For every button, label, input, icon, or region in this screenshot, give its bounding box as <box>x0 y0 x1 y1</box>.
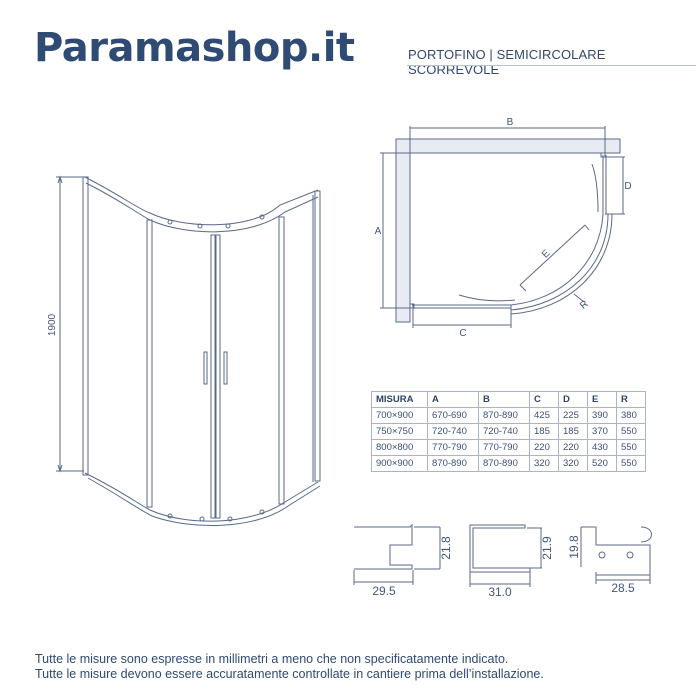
cell: 670-690 <box>427 407 479 424</box>
cell: 185 <box>529 423 559 440</box>
cell: 220 <box>529 439 559 456</box>
plan-label-r: R <box>578 299 591 312</box>
cell: 870-890 <box>478 407 530 424</box>
cell: 870-890 <box>478 455 530 472</box>
plan-label-a: A <box>375 226 382 237</box>
table-row: 750×750 720-740 720-740 185 185 370 550 <box>371 423 646 440</box>
cell: 390 <box>587 407 617 424</box>
plan-label-e: E <box>540 248 553 261</box>
spec-table: MISURA A B C D E R 700×900 670-690 870-8… <box>371 391 646 472</box>
col-header-b: B <box>478 391 530 408</box>
table-row: 900×900 870-890 870-890 320 320 520 550 <box>371 455 646 472</box>
plan-label-d: D <box>624 181 631 192</box>
profile-1-height: 21.8 <box>439 536 453 560</box>
plan-label-b: B <box>507 117 514 128</box>
table-row: 800×800 770-790 770-790 220 220 430 550 <box>371 439 646 456</box>
col-header-e: E <box>587 391 617 408</box>
col-header-r: R <box>616 391 646 408</box>
cell: 750×750 <box>371 423 428 440</box>
cell: 225 <box>558 407 588 424</box>
cell: 320 <box>558 455 588 472</box>
spec-table-header-row: MISURA A B C D E R <box>371 391 646 408</box>
cell: 380 <box>616 407 646 424</box>
cell: 550 <box>616 423 646 440</box>
table-row: 700×900 670-690 870-890 425 225 390 380 <box>371 407 646 424</box>
profile-1-width: 29.5 <box>372 584 396 598</box>
cell: 550 <box>616 455 646 472</box>
col-header-misura: MISURA <box>371 391 428 408</box>
cell: 720-740 <box>478 423 530 440</box>
note-millimetri: Tutte le misure sono espresse in millime… <box>35 652 509 666</box>
cell: 370 <box>587 423 617 440</box>
subtitle-underline <box>407 65 696 66</box>
profile-3-width: 28.5 <box>611 581 635 595</box>
cell: 220 <box>558 439 588 456</box>
cell: 430 <box>587 439 617 456</box>
cell: 185 <box>558 423 588 440</box>
profile-2-width: 31.0 <box>488 585 512 599</box>
profile-2-height: 21.9 <box>540 536 554 560</box>
plan-view <box>380 126 625 328</box>
note-controllo: Tutte le misure devono essere accuratame… <box>35 667 544 681</box>
cell: 520 <box>587 455 617 472</box>
cell: 870-890 <box>427 455 479 472</box>
cell: 720-740 <box>427 423 479 440</box>
profile-2 <box>469 524 542 587</box>
elevation-view <box>56 175 321 526</box>
plan-label-c: C <box>459 328 466 339</box>
cell: 770-790 <box>427 439 479 456</box>
cell: 770-790 <box>478 439 530 456</box>
cell: 700×900 <box>371 407 428 424</box>
col-header-d: D <box>558 391 588 408</box>
brand-logo: Paramashop.it <box>34 25 355 71</box>
profile-3-height: 19.8 <box>567 535 581 559</box>
col-header-a: A <box>427 391 479 408</box>
cell: 900×900 <box>371 455 428 472</box>
profile-1 <box>353 523 441 585</box>
col-header-c: C <box>529 391 559 408</box>
cell: 550 <box>616 439 646 456</box>
cell: 800×800 <box>371 439 428 456</box>
cell: 425 <box>529 407 559 424</box>
height-label: 1900 <box>47 313 58 336</box>
cell: 320 <box>529 455 559 472</box>
profile-3 <box>580 526 652 584</box>
